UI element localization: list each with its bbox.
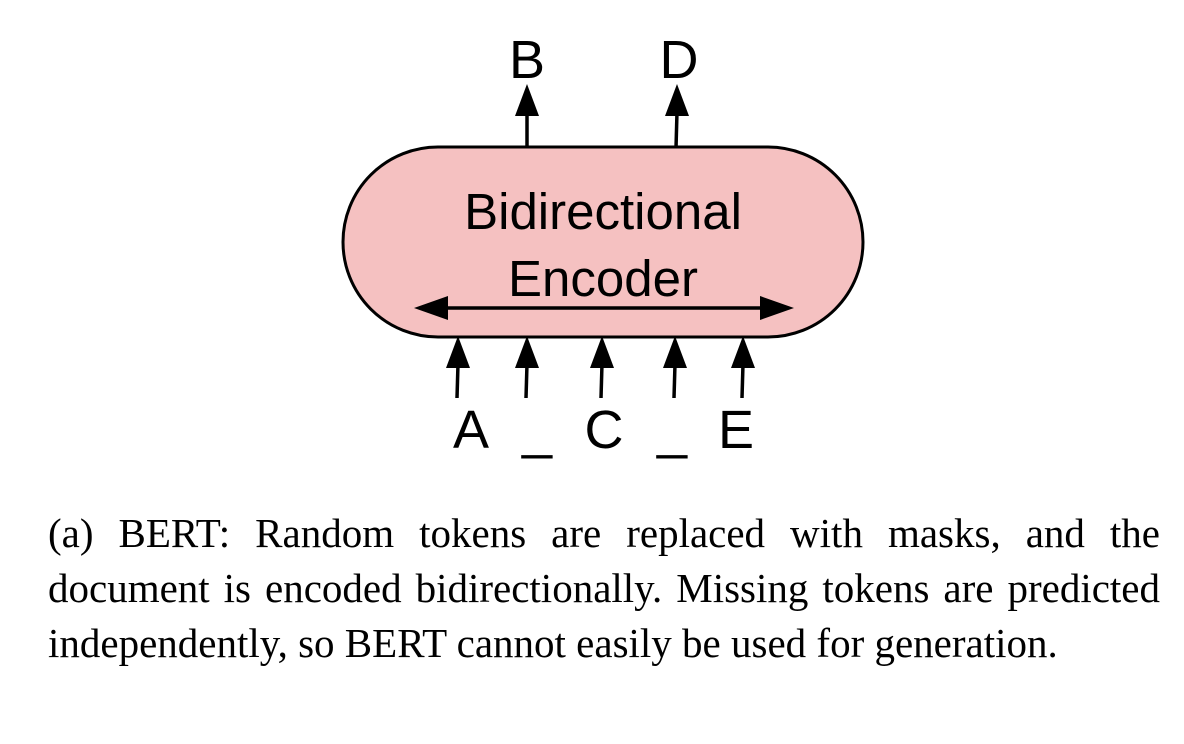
bidirectional-arrow [414,296,794,320]
output-arrow-d [665,84,689,149]
input-token-mask-1: _ [521,400,553,460]
input-token-e: E [718,400,754,460]
input-token-mask-2: _ [656,400,688,460]
input-token-a: A [453,400,489,460]
input-arrow-e [731,336,755,399]
output-arrow-b [515,84,539,148]
input-arrow-mask-2 [663,336,687,399]
figure-caption: (a) BERT: Random tokens are replaced wit… [48,510,1160,666]
output-token-b: B [509,30,545,90]
input-arrow-a [446,336,470,399]
input-token-c: C [585,400,624,460]
encoder-box [341,145,865,339]
input-arrow-mask-1 [515,336,539,399]
input-arrow-c [590,336,614,399]
encoder-label-line2: Encoder [508,250,698,307]
output-token-d: D [660,30,699,90]
encoder-label-line1: Bidirectional [464,183,742,240]
